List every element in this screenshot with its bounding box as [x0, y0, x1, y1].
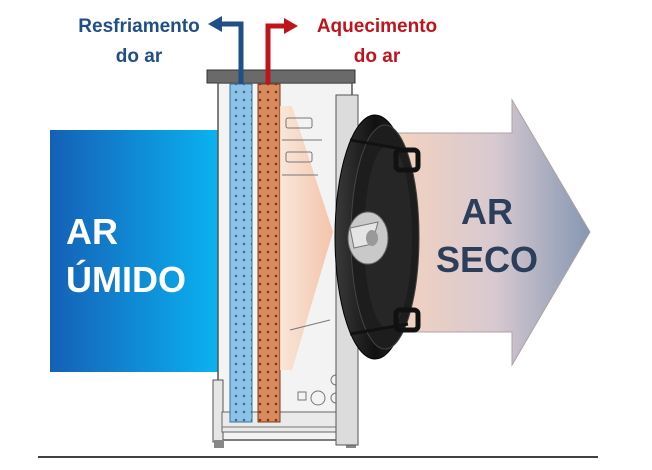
cooling-label: Resfriamento do ar — [78, 16, 200, 67]
dry-air-label: AR SECO — [435, 191, 539, 280]
humid-air-label: AR ÚMIDO — [66, 211, 186, 300]
inner-airflow-arrow — [280, 106, 333, 370]
cooling-pipe-arrow — [208, 16, 244, 84]
heating-label: Aquecimento do ar — [316, 16, 438, 67]
cooling-coil — [229, 83, 253, 423]
fan — [334, 94, 421, 446]
heating-pipe-arrow — [265, 18, 298, 84]
humid-air-block — [50, 130, 222, 372]
heating-coil — [257, 83, 281, 423]
